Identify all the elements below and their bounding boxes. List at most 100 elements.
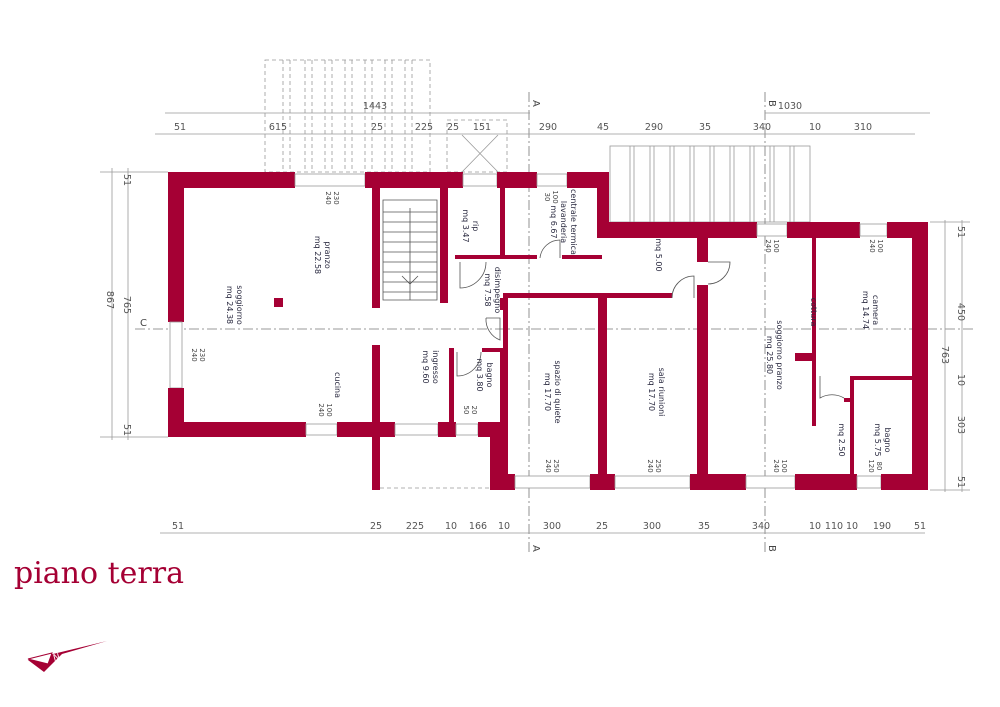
dimension-label: 51 <box>914 521 926 532</box>
room-area: mq 2.50 <box>837 423 846 456</box>
svg-text:N: N <box>52 652 61 663</box>
dimension-label: 190 <box>873 521 891 532</box>
room-name: ingresso <box>431 350 440 384</box>
window-height: 50 <box>462 406 470 415</box>
room-name: bagno <box>485 362 494 387</box>
dimension-label: 290 <box>539 122 557 133</box>
window-width: 230 <box>332 191 340 204</box>
dimension-label: 10 <box>445 521 457 532</box>
dimension-label: 35 <box>699 122 711 133</box>
dimension-label: 765 <box>121 296 132 314</box>
dimension-label: 110 <box>825 521 843 532</box>
dimension-label: 450 <box>955 303 966 321</box>
room-name: rip <box>471 221 480 232</box>
section-lines: A B A B C <box>135 92 975 552</box>
window-height: 240 <box>190 348 198 361</box>
room-area: mq 6.67 <box>549 205 558 238</box>
dimension-label: 45 <box>597 122 609 133</box>
north-arrow-icon: N <box>27 641 107 672</box>
dimension-label: 51 <box>174 122 186 133</box>
window-width: 100 <box>772 239 780 252</box>
section-marker-a: A <box>530 100 541 107</box>
dimension-label: 225 <box>415 122 433 133</box>
dimension-label: 300 <box>643 521 661 532</box>
dimension-label: 300 <box>543 521 561 532</box>
section-marker-a-bottom: A <box>530 545 541 552</box>
doors <box>456 239 845 399</box>
window-height: 240 <box>772 459 780 472</box>
window-height: 120 <box>867 459 875 472</box>
window-height: 240 <box>646 459 654 472</box>
pergola-left <box>264 59 508 173</box>
dimension-label: 10 <box>955 374 966 386</box>
section-marker-b-bottom: B <box>766 545 777 552</box>
room-area: mq 5.75 <box>873 423 882 456</box>
walls <box>168 172 928 490</box>
section-marker-b: B <box>766 100 777 107</box>
room-name: soggiorno <box>235 285 244 325</box>
dimension-label: 51 <box>955 476 966 488</box>
room-name: sala riunioni <box>657 368 666 417</box>
dimension-label: 25 <box>596 521 608 532</box>
dimension-label: 25 <box>370 521 382 532</box>
room-name: disimpegno <box>493 267 502 314</box>
dimension-label: 51 <box>121 424 132 436</box>
dimension-label: 166 <box>469 521 487 532</box>
staircase <box>382 199 438 301</box>
room-area: mq 24.38 <box>225 286 234 324</box>
window-height: 240 <box>544 459 552 472</box>
pergola-right <box>609 145 811 223</box>
dimension-label: 25 <box>447 122 459 133</box>
window-height: 240 <box>764 239 772 252</box>
window-width: 100 <box>325 403 333 416</box>
window-width: 250 <box>654 459 662 472</box>
dimension-label: 151 <box>473 122 491 133</box>
dimension-label: 763 <box>939 346 950 364</box>
window-width: 80 <box>875 462 883 471</box>
column <box>274 298 283 307</box>
plan-title: piano terra <box>14 556 184 591</box>
dimension-label: 51 <box>955 226 966 238</box>
room-area: mq 17.70 <box>543 373 552 411</box>
dimension-label: 340 <box>753 122 771 133</box>
dimension-label: 10 <box>809 122 821 133</box>
room-name: spazio di quiete <box>553 360 562 423</box>
room-area: mq 3.47 <box>461 209 470 242</box>
room-area: mq 7.58 <box>483 273 492 306</box>
window-width: 100 <box>780 459 788 472</box>
window-height: 30 <box>543 193 551 202</box>
room-name: lavanderia <box>559 201 568 243</box>
room-name: cottura <box>809 298 818 327</box>
dimension-label: 867 <box>104 291 115 309</box>
dimension-label: 35 <box>698 521 710 532</box>
section-marker-c: C <box>140 318 147 329</box>
window-width: 230 <box>198 348 206 361</box>
dimension-label: 1030 <box>778 101 802 112</box>
window-height: 240 <box>317 403 325 416</box>
dimension-label: 310 <box>854 122 872 133</box>
dimension-label: 225 <box>406 521 424 532</box>
dimension-label: 340 <box>752 521 770 532</box>
dimension-label: 51 <box>172 521 184 532</box>
room-area: mq 22.58 <box>313 236 322 274</box>
room-area: mq 9.60 <box>421 350 430 383</box>
window-height: 240 <box>868 239 876 252</box>
room-name: cucina <box>333 372 342 398</box>
dimension-label: 10 <box>498 521 510 532</box>
room-area: mq 17.70 <box>647 373 656 411</box>
dimension-label: 615 <box>269 122 287 133</box>
room-area: mq 25.80 <box>765 336 774 374</box>
room-name: pranzo <box>323 241 332 269</box>
window-width: 100 <box>876 239 884 252</box>
dimension-label: 303 <box>955 416 966 434</box>
room-area: mq 3.80 <box>475 358 484 391</box>
window-width: 250 <box>552 459 560 472</box>
room-name: bagno <box>883 427 892 452</box>
dimension-label: 10 <box>846 521 858 532</box>
dimension-label: 51 <box>121 174 132 186</box>
room-name: soggiorno pranzo <box>775 320 784 390</box>
